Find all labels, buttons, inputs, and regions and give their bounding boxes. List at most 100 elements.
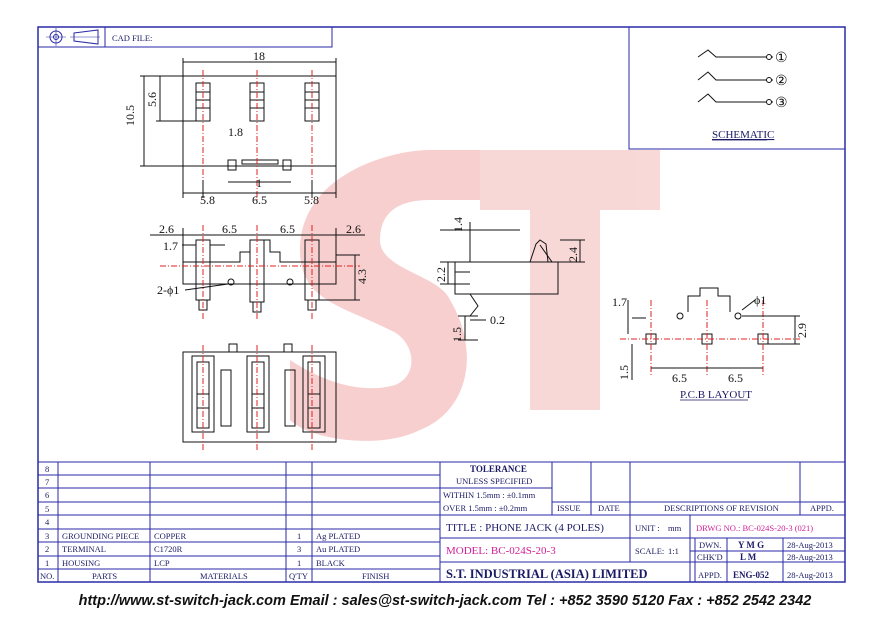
model-number: MODEL: BC-024S-20-3 bbox=[446, 545, 556, 557]
schematic-pin-2: ② bbox=[775, 74, 788, 89]
revision-header-issue: ISSUE bbox=[557, 503, 581, 513]
dim-side-left: 2.2 bbox=[434, 267, 448, 282]
svg-text:2: 2 bbox=[45, 544, 49, 554]
title-block bbox=[38, 461, 845, 582]
bom-row: 6 bbox=[45, 490, 49, 500]
dim-pcb-spacing2: 6.5 bbox=[728, 371, 743, 385]
dim-pin-width: 1.8 bbox=[228, 125, 243, 139]
svg-text:1: 1 bbox=[297, 558, 301, 568]
dim-top-center: 6.5 bbox=[252, 193, 267, 207]
dim-front-holes: 2-ϕ1 bbox=[157, 283, 179, 297]
bom-row: 8 bbox=[45, 464, 49, 474]
revision-header-appd: APPD. bbox=[810, 503, 834, 513]
revision-header-date: DATE bbox=[598, 503, 620, 513]
svg-text:TERMINAL: TERMINAL bbox=[62, 544, 106, 554]
svg-text:DWN.: DWN. bbox=[699, 540, 721, 550]
pcb-layout bbox=[620, 287, 800, 380]
dim-front-mid1: 6.5 bbox=[222, 222, 237, 236]
cad-file-label: CAD FILE: bbox=[112, 33, 152, 43]
dim-pcb-spacing1: 6.5 bbox=[672, 371, 687, 385]
svg-text:7: 7 bbox=[45, 477, 49, 487]
company-name: S.T. INDUSTRIAL (ASIA) LIMITED bbox=[446, 567, 648, 581]
svg-text:LCP: LCP bbox=[154, 558, 170, 568]
revision-header-descriptions: DESCRIPTIONS OF REVISION bbox=[664, 503, 779, 513]
svg-text:5: 5 bbox=[45, 504, 49, 514]
top-view bbox=[140, 58, 337, 200]
svg-text:28-Aug-2013: 28-Aug-2013 bbox=[787, 570, 833, 580]
dim-top-offset: 5.6 bbox=[145, 92, 159, 107]
svg-text:28-Aug-2013: 28-Aug-2013 bbox=[787, 552, 833, 562]
svg-text:28-Aug-2013: 28-Aug-2013 bbox=[787, 540, 833, 550]
dim-front-left: 2.6 bbox=[159, 222, 174, 236]
bom-header-parts: PARTS bbox=[92, 571, 117, 581]
unit-value: mm bbox=[668, 523, 682, 533]
st-watermark: ST bbox=[290, 150, 660, 441]
bom-row: 7 bbox=[45, 477, 49, 487]
svg-text:8: 8 bbox=[45, 464, 49, 474]
dim-pcb-bottom: 1.5 bbox=[617, 365, 631, 380]
schematic-pin-3: ③ bbox=[775, 96, 788, 111]
scale-label: SCALE: bbox=[635, 546, 664, 556]
bottom-view bbox=[182, 343, 337, 450]
svg-text:6: 6 bbox=[45, 490, 49, 500]
approval-chkd: CHK'D L M 28-Aug-2013 bbox=[697, 552, 833, 562]
tolerance-heading: TOLERANCE bbox=[470, 464, 527, 474]
dim-side-top: 1.4 bbox=[451, 217, 465, 232]
svg-text:COPPER: COPPER bbox=[154, 531, 186, 541]
bom-header-no: NO. bbox=[40, 571, 54, 581]
side-view bbox=[440, 222, 585, 341]
svg-text:GROUNDING PIECE: GROUNDING PIECE bbox=[62, 531, 139, 541]
svg-text:HOUSING: HOUSING bbox=[62, 558, 100, 568]
bom-header-finish: FINISH bbox=[362, 571, 389, 581]
svg-text:Ag PLATED: Ag PLATED bbox=[316, 531, 360, 541]
dim-side-right: 2.4 bbox=[566, 247, 580, 262]
svg-text:Y M G: Y M G bbox=[738, 540, 764, 550]
svg-text:BLACK: BLACK bbox=[316, 558, 346, 568]
scale-value: 1:1 bbox=[668, 546, 679, 556]
svg-text:3: 3 bbox=[297, 544, 301, 554]
bom-row: 3 GROUNDING PIECE COPPER 1 Ag PLATED bbox=[45, 531, 360, 541]
outer-frame bbox=[37, 26, 846, 583]
svg-text:ENG-052: ENG-052 bbox=[733, 570, 770, 580]
unit-label: UNIT : bbox=[635, 523, 660, 533]
bom-row: 1 HOUSING LCP 1 BLACK bbox=[45, 558, 346, 568]
contact-footer: http://www.st-switch-jack.com Email : sa… bbox=[78, 593, 812, 609]
svg-text:C1720R: C1720R bbox=[154, 544, 183, 554]
bom-row: 2 TERMINAL C1720R 3 Au PLATED bbox=[45, 544, 360, 554]
svg-text:3: 3 bbox=[45, 531, 49, 541]
bom-header-qty: Q'TY bbox=[289, 571, 308, 581]
schematic-pin-1: ① bbox=[775, 51, 788, 66]
pcb-layout-title: P.C.B LAYOUT bbox=[680, 389, 752, 401]
dim-pcb-pad: 1.7 bbox=[612, 295, 627, 309]
dim-top-right: 5.8 bbox=[304, 193, 319, 207]
dim-pcb-hole: ϕ1 bbox=[754, 293, 766, 307]
dim-top-width: 18 bbox=[253, 49, 265, 63]
tolerance-over: OVER 1.5mm : ±0.2mm bbox=[443, 503, 528, 513]
approval-appd: APPD. ENG-052 28-Aug-2013 bbox=[698, 570, 833, 580]
dim-front-right: 2.6 bbox=[346, 222, 361, 236]
dim-top-height: 10.5 bbox=[123, 105, 137, 126]
dim-top-left: 5.8 bbox=[200, 193, 215, 207]
svg-text:1: 1 bbox=[297, 531, 301, 541]
dim-side-bottom: 1.5 bbox=[450, 327, 464, 342]
dim-side-thickness: 0.2 bbox=[490, 313, 505, 327]
drawing-number: DRWG NO.: BC-024S-20-3 (021) bbox=[696, 523, 813, 533]
bom-row: 5 bbox=[45, 504, 49, 514]
dim-front-mid2: 6.5 bbox=[280, 222, 295, 236]
svg-text:APPD.: APPD. bbox=[698, 570, 722, 580]
drawing-title: TITLE : PHONE JACK (4 POLES) bbox=[446, 522, 604, 534]
cad-file-box: CAD FILE: bbox=[37, 26, 333, 48]
front-view bbox=[150, 225, 365, 320]
approval-dwn: DWN. Y M G 28-Aug-2013 bbox=[699, 540, 833, 550]
svg-text:4: 4 bbox=[45, 517, 50, 527]
bom-row: 4 bbox=[45, 517, 50, 527]
bom-header-materials: MATERIALS bbox=[200, 571, 248, 581]
svg-text:1: 1 bbox=[45, 558, 49, 568]
svg-text:CHK'D: CHK'D bbox=[697, 552, 723, 562]
dim-front-pin: 1.7 bbox=[163, 239, 178, 253]
tolerance-subheading: UNLESS SPECIFIED bbox=[456, 476, 532, 486]
projection-cone-icon bbox=[73, 29, 99, 45]
dim-front-height: 4.3 bbox=[355, 269, 369, 284]
dim-pcb-height: 2.9 bbox=[795, 323, 809, 338]
